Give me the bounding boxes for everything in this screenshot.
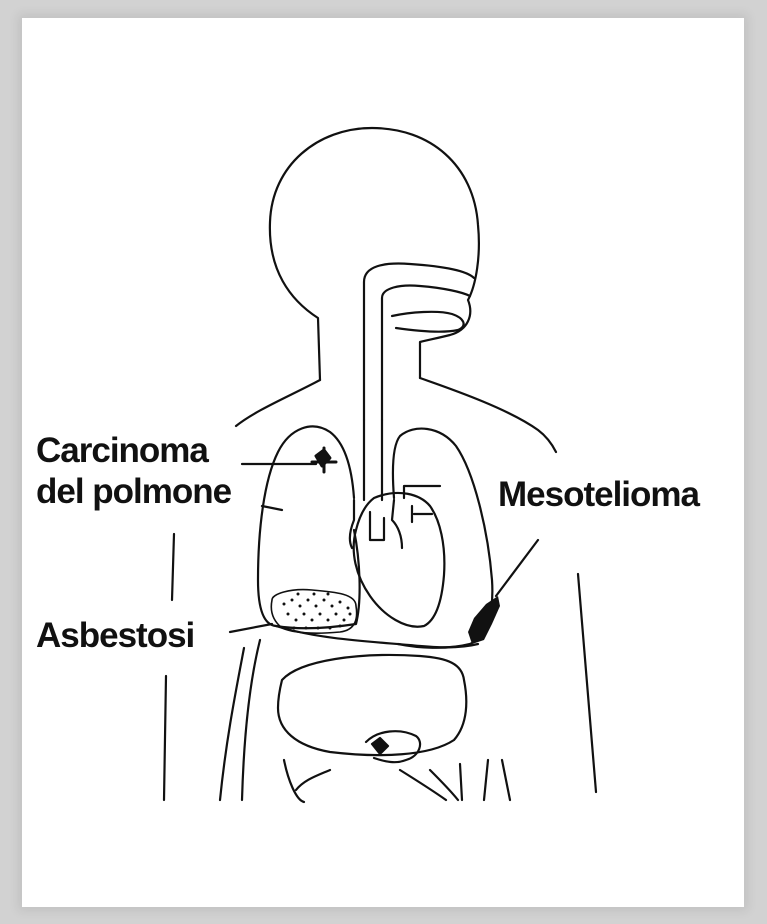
lower-abdomen <box>296 770 446 800</box>
mesothelioma-pointer <box>496 540 538 596</box>
heart-vessel <box>370 512 384 540</box>
mesothelioma-patch <box>468 596 500 644</box>
asbestosis-label: Asbestosi <box>36 618 194 654</box>
left-shoulder <box>236 380 320 426</box>
nasal-airway-inner <box>382 286 470 421</box>
left-arm-line <box>164 534 174 800</box>
right-arm-line <box>578 574 596 792</box>
head-outline <box>270 128 479 380</box>
carcinoma-line2-pointer <box>262 506 282 510</box>
right-shoulder <box>420 378 556 452</box>
mesothelioma-label: Mesotelioma <box>498 477 699 513</box>
asbestosis-pointer <box>230 624 272 632</box>
stomach-mark <box>372 738 388 754</box>
aorta <box>404 486 440 522</box>
lung-carcinoma-label-line1: Carcinoma <box>36 433 208 469</box>
asbestosis-dots <box>283 593 352 630</box>
mouth-airway <box>392 312 464 332</box>
liver <box>278 655 466 755</box>
lung-tumor <box>312 448 336 472</box>
lung-carcinoma-label-line2: del polmone <box>36 474 231 510</box>
intestine-lines <box>220 640 510 802</box>
